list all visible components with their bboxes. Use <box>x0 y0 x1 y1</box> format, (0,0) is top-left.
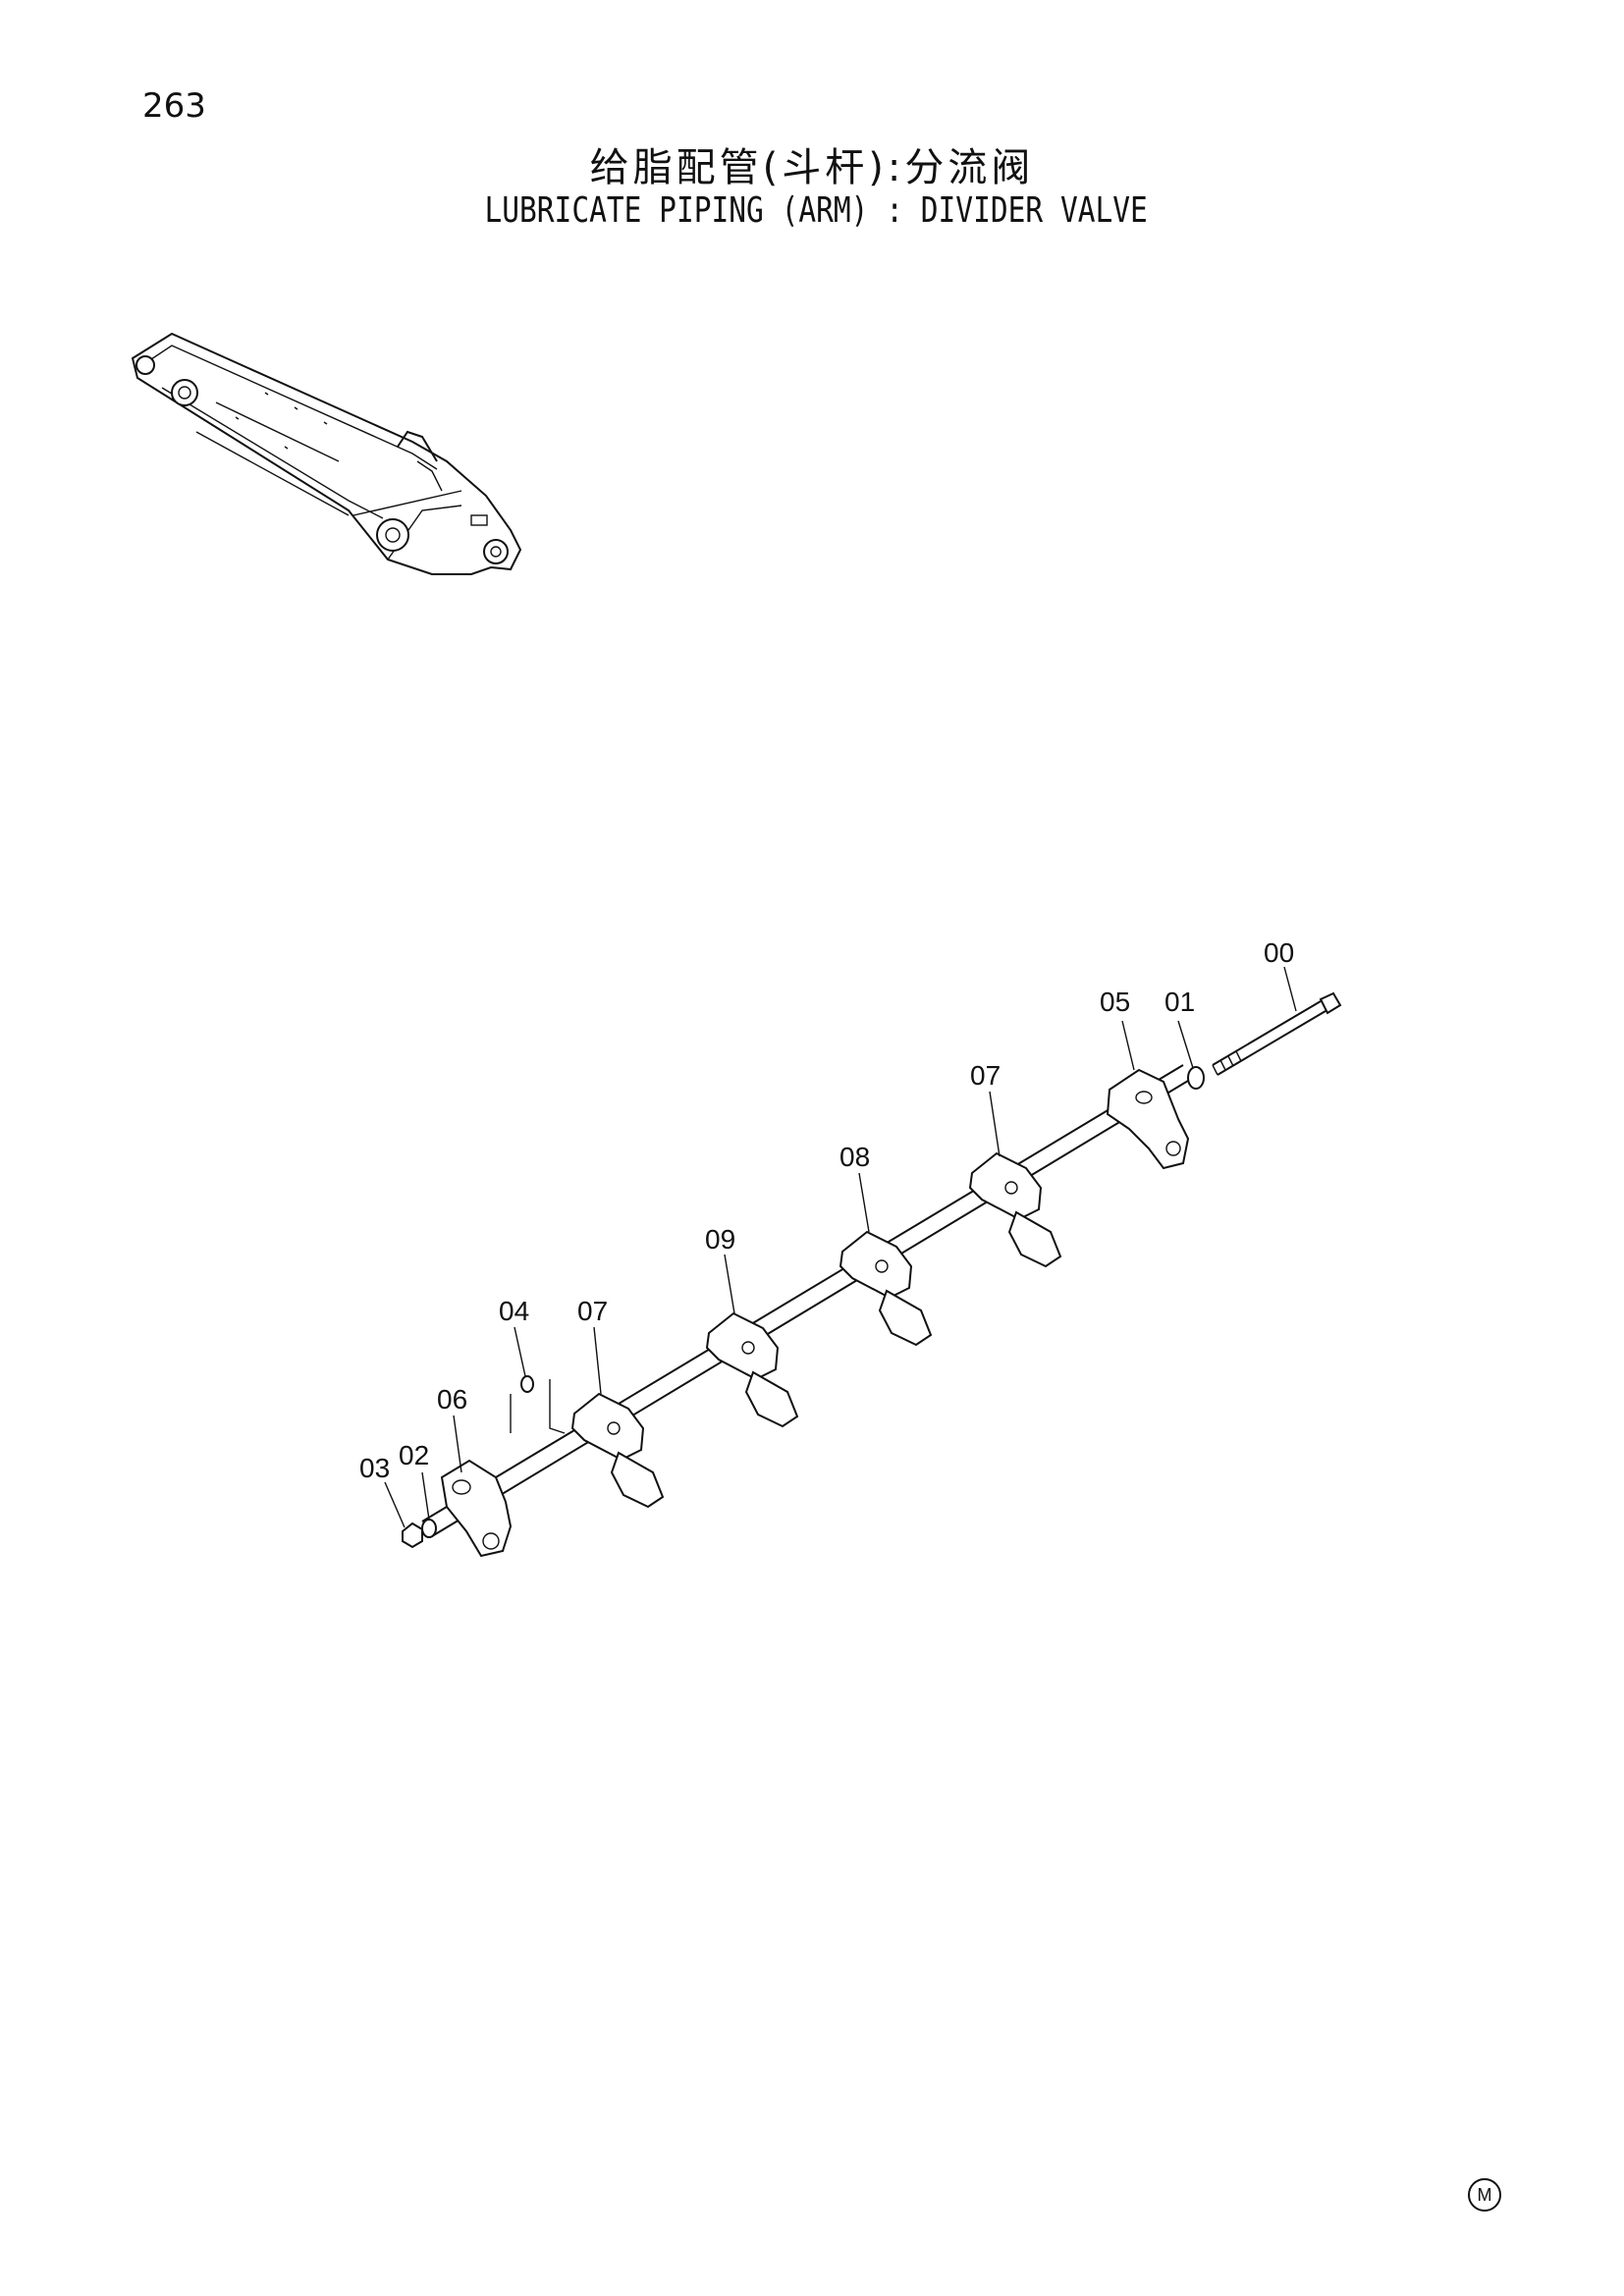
callout-05: 05 <box>1100 987 1130 1017</box>
end-block-05 <box>1106 1068 1190 1170</box>
arm-overview-illustration <box>131 332 522 575</box>
page-number: 263 <box>142 86 206 126</box>
valve-block-07-lower <box>570 1392 665 1509</box>
leader-lines <box>384 966 1297 1528</box>
callout-06: 06 <box>437 1384 467 1415</box>
valve-block-09 <box>705 1311 799 1428</box>
end-block-06 <box>440 1459 513 1558</box>
divider-valve-assembly <box>402 991 1342 1558</box>
valve-block-08 <box>839 1230 933 1347</box>
callout-03: 03 <box>359 1453 390 1483</box>
valve-block-07-upper <box>968 1151 1062 1268</box>
bolt-00 <box>1212 991 1342 1076</box>
plug-04 <box>510 1375 566 1434</box>
washer-01 <box>1187 1066 1205 1090</box>
callout-00: 00 <box>1264 937 1294 968</box>
washer-02 <box>421 1519 437 1538</box>
callout-07-lower: 07 <box>577 1296 608 1326</box>
callout-02: 02 <box>399 1440 429 1470</box>
m-mark-badge: M <box>1468 2178 1501 2212</box>
title-english: LUBRICATE PIPING (ARM) : DIVIDER VALVE <box>484 190 1148 231</box>
callout-labels: 00 01 05 07 08 09 07 04 06 02 03 <box>359 937 1294 1483</box>
title-chinese: 给脂配管(斗杆):分流阀 <box>589 145 1035 190</box>
callout-07-upper: 07 <box>970 1060 1001 1091</box>
callout-04: 04 <box>499 1296 529 1326</box>
callout-08: 08 <box>839 1142 870 1172</box>
nut-03 <box>402 1522 423 1549</box>
callout-01: 01 <box>1164 987 1195 1017</box>
callout-09: 09 <box>705 1224 735 1255</box>
